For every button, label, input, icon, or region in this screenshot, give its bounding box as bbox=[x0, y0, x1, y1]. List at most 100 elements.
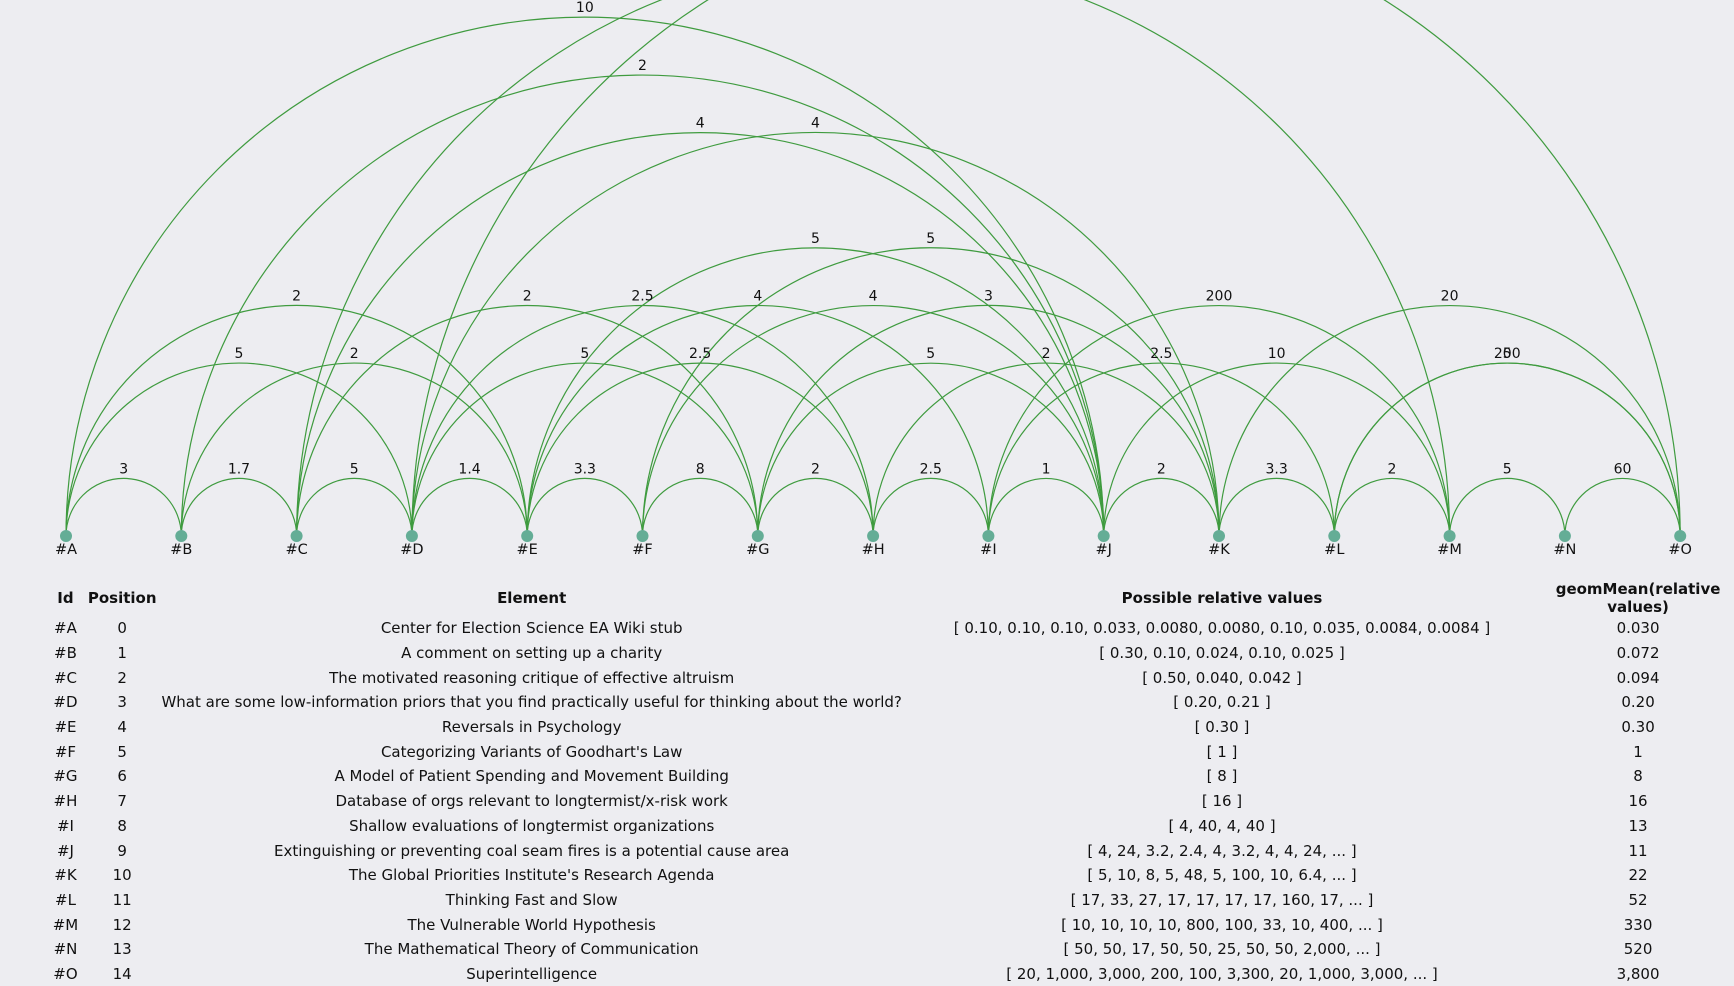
arc-link bbox=[1333, 362, 1681, 537]
arc-label: 3.3 bbox=[1266, 461, 1288, 477]
row-possible-values: [ 0.10, 0.10, 0.10, 0.033, 0.0080, 0.008… bbox=[953, 619, 1491, 638]
row-geomean: 8 bbox=[1633, 767, 1643, 786]
row-position: 1 bbox=[117, 644, 127, 663]
arc-link bbox=[641, 247, 1220, 537]
row-element: Categorizing Variants of Goodhart's Law bbox=[380, 742, 683, 761]
node-circle bbox=[1558, 530, 1571, 542]
arc-link bbox=[526, 247, 1105, 537]
row-id: #H bbox=[53, 792, 78, 811]
node-circle bbox=[1443, 530, 1456, 542]
arc-link bbox=[180, 74, 1105, 537]
row-id: #I bbox=[56, 816, 74, 835]
arc-link bbox=[872, 477, 989, 537]
row-element: Center for Election Science EA Wiki stub bbox=[380, 619, 683, 638]
row-element: Extinguishing or preventing coal seam fi… bbox=[274, 841, 790, 860]
arc-label: 5 bbox=[926, 231, 935, 247]
arc-link bbox=[411, 0, 1681, 537]
row-possible-values: [ 16 ] bbox=[1201, 792, 1243, 811]
row-position: 0 bbox=[117, 619, 127, 638]
row-geomean: 0.20 bbox=[1621, 693, 1655, 712]
row-possible-values: [ 0.20, 0.21 ] bbox=[1173, 693, 1271, 712]
row-position: 14 bbox=[112, 964, 132, 983]
row-geomean: 22 bbox=[1628, 866, 1648, 885]
arc-label: 2 bbox=[638, 58, 647, 74]
row-element: Shallow evaluations of longtermist organ… bbox=[349, 816, 715, 835]
node-circle bbox=[60, 530, 72, 542]
row-geomean: 0.072 bbox=[1616, 644, 1660, 663]
arc-label: 4 bbox=[696, 115, 705, 131]
arc-link bbox=[180, 477, 298, 537]
row-position: 13 bbox=[112, 940, 132, 959]
row-element: Superintelligence bbox=[466, 964, 598, 983]
node-circle bbox=[1674, 530, 1687, 542]
row-id: #K bbox=[54, 866, 77, 885]
row-geomean: 330 bbox=[1623, 915, 1653, 934]
table-row: #N 13 The Mathematical Theory of Communica… bbox=[48, 937, 1734, 962]
arc-link bbox=[65, 16, 1105, 537]
arc-label: 2 bbox=[811, 461, 820, 477]
row-id: #O bbox=[53, 964, 78, 983]
node-label: #J bbox=[1095, 542, 1111, 558]
row-element: Database of orgs relevant to longtermist… bbox=[335, 792, 728, 811]
node-circle bbox=[405, 530, 418, 542]
arc-label: 5 bbox=[350, 461, 359, 477]
arc-link bbox=[757, 362, 1105, 537]
arc-label: 1 bbox=[1042, 461, 1051, 477]
row-geomean: 1 bbox=[1633, 742, 1643, 761]
arc-link bbox=[411, 477, 528, 537]
row-element: The Mathematical Theory of Communication bbox=[364, 940, 699, 959]
arc-link bbox=[1449, 477, 1566, 537]
node-circle bbox=[175, 530, 188, 542]
row-position: 10 bbox=[112, 866, 132, 885]
row-possible-values: [ 8 ] bbox=[1206, 767, 1238, 786]
arc-label: 3 bbox=[984, 288, 993, 304]
node-circle bbox=[982, 530, 995, 542]
arc-link bbox=[641, 304, 1105, 537]
row-possible-values: [ 1 ] bbox=[1206, 742, 1238, 761]
row-possible-values: [ 0.50, 0.040, 0.042 ] bbox=[1142, 668, 1302, 687]
node-label: #M bbox=[1437, 542, 1462, 558]
arc-label: 10 bbox=[576, 0, 594, 16]
arc-link bbox=[1564, 477, 1681, 537]
arc-label: 4 bbox=[811, 115, 820, 131]
arc-label: 2.5 bbox=[920, 461, 942, 477]
node-label: #B bbox=[170, 542, 192, 558]
arc-link bbox=[411, 304, 874, 537]
arc-label: 2.5 bbox=[689, 346, 711, 362]
header-id: Id bbox=[57, 589, 74, 607]
arc-link bbox=[641, 477, 759, 537]
row-id: #N bbox=[53, 940, 78, 959]
arc-link bbox=[296, 0, 1451, 537]
header-element: Element bbox=[497, 589, 567, 607]
node-label: #D bbox=[400, 542, 423, 558]
table-header-row: Id Position Element Possible relative va… bbox=[48, 580, 1734, 616]
arc-diagram: 102101044552.520020224432005252.5522.510… bbox=[55, 0, 1692, 558]
arc-label: 5 bbox=[1503, 346, 1512, 362]
relative-values-table: Id Position Element Possible relative va… bbox=[48, 580, 1734, 986]
node-circle bbox=[636, 530, 649, 542]
arc-link bbox=[757, 304, 1220, 537]
row-possible-values: [ 0.30, 0.10, 0.024, 0.10, 0.025 ] bbox=[1099, 644, 1345, 663]
arc-label: 2 bbox=[523, 288, 532, 304]
arc-link bbox=[526, 362, 874, 537]
row-id: #J bbox=[56, 841, 74, 860]
arc-label: 1.4 bbox=[458, 461, 480, 477]
row-geomean: 3,800 bbox=[1616, 964, 1660, 983]
arc-link bbox=[65, 477, 182, 537]
row-possible-values: [ 0.30 ] bbox=[1194, 718, 1250, 737]
row-geomean: 0.030 bbox=[1616, 619, 1660, 638]
row-element: A comment on setting up a charity bbox=[401, 644, 663, 663]
arc-link bbox=[411, 131, 1220, 537]
arc-label: 5 bbox=[811, 231, 820, 247]
arc-link bbox=[1218, 477, 1335, 537]
row-position: 2 bbox=[117, 668, 127, 687]
row-element: Thinking Fast and Slow bbox=[445, 890, 618, 909]
row-possible-values: [ 10, 10, 10, 10, 800, 100, 33, 10, 400,… bbox=[1061, 915, 1383, 934]
arc-link bbox=[987, 362, 1335, 537]
